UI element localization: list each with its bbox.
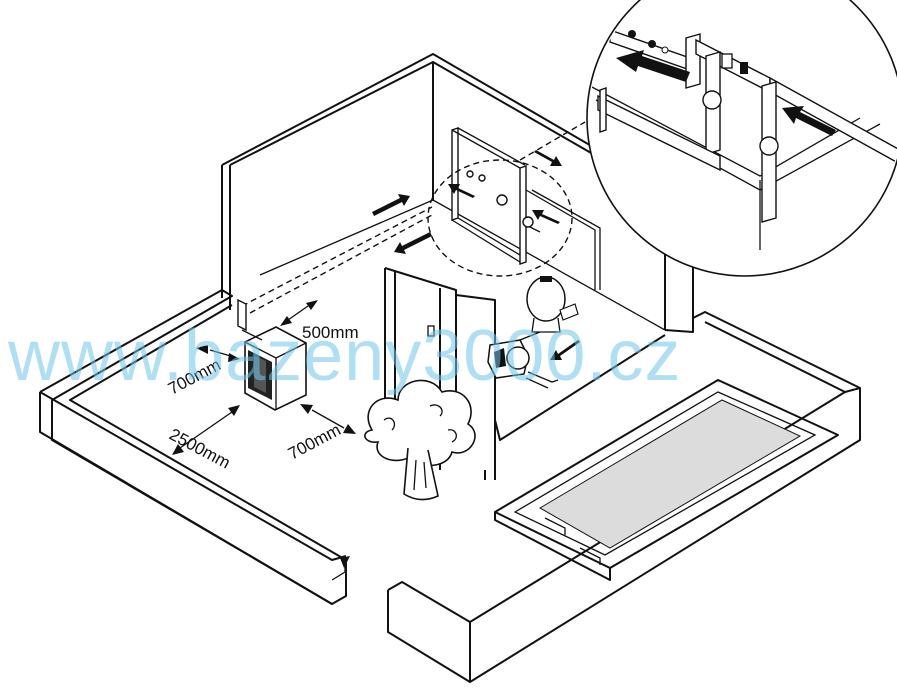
sand-filter-tank: [526, 276, 566, 322]
left-yard-wall: [39, 289, 347, 605]
tree-icon: [364, 379, 476, 501]
arrow-right-icon: [372, 194, 410, 216]
pipe-route: [237, 121, 601, 341]
filter-and-pump: [487, 276, 579, 389]
valve-icon: [759, 136, 779, 156]
swimming-pool: [494, 379, 839, 581]
valve-icon: [702, 90, 722, 110]
flow-arrows: [372, 150, 580, 360]
heat-pump-unit: [244, 326, 307, 411]
arrow-left-icon: [532, 210, 560, 224]
arrow-in-icon: [550, 340, 580, 360]
check-valve-icon: [721, 53, 733, 69]
dimension-label-500mm: 500mm: [302, 323, 359, 342]
arrow-left-icon: [616, 50, 690, 82]
valve-icon: [496, 194, 508, 206]
valve-icon: [522, 216, 534, 228]
right-yard-wall: [387, 311, 861, 683]
dimension-lines: [172, 300, 356, 581]
door-handle-icon: [427, 325, 435, 337]
arrow-right-icon: [534, 150, 562, 166]
arrow-in-icon: [782, 106, 836, 136]
arrow-left-icon: [448, 184, 475, 198]
watermark: www.bazeny3000.cz: [7, 316, 681, 396]
detail-zoom-circle: [427, 159, 573, 277]
pool-water: [539, 399, 802, 549]
dimension-label-700mm-front: 700mm: [285, 420, 344, 463]
detail-magnifier: [586, 0, 897, 277]
arrow-left-icon: [394, 232, 432, 254]
